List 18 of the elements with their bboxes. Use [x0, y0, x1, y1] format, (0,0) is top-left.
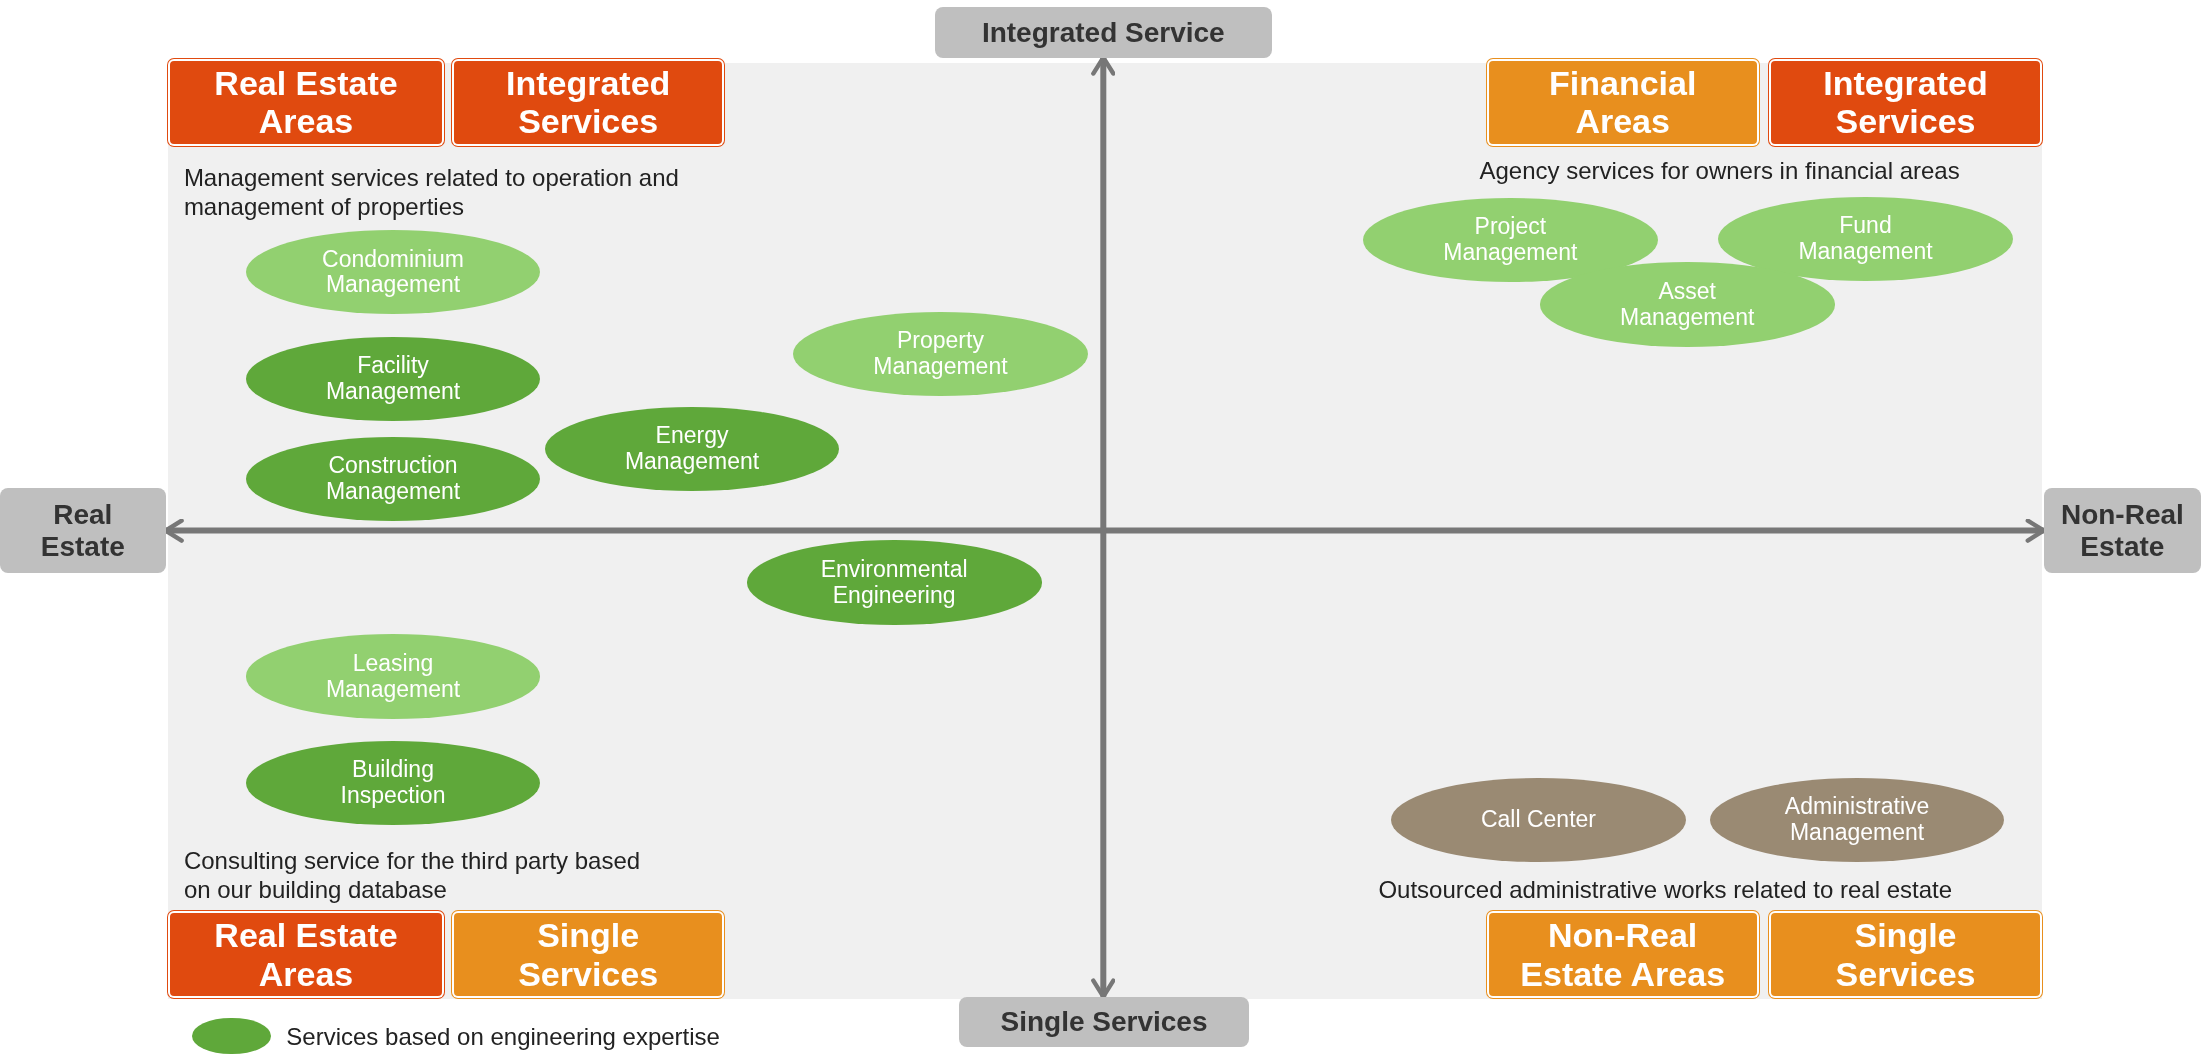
axis-arrow [1091, 55, 1116, 999]
axis-label-box: Non-Real Estate [2043, 488, 2201, 573]
description-text: Consulting service for the third party based on our building database [183, 846, 642, 905]
category-tag: Integrated Services [1768, 58, 2043, 146]
category-tag: Real Estate Areas [168, 911, 444, 998]
legend-text: Services based on engineering expertise [286, 1021, 720, 1051]
category-tag: Single Services [452, 911, 725, 998]
category-tag: Integrated Services [452, 58, 725, 146]
axis-label-box: Real Estate [0, 488, 166, 573]
axis-label-box: Single Services [958, 996, 1250, 1048]
category-tag: Real Estate Areas [168, 58, 444, 146]
description-text: Management services related to operation and management of properties [183, 162, 680, 221]
category-tag: Non-Real Estate Areas [1486, 911, 1759, 998]
axis-label-box: Integrated Service [934, 7, 1272, 58]
category-tag: Financial Areas [1486, 58, 1759, 146]
description-text: Outsourced administrative works related to real estate [1378, 874, 1954, 904]
description-text: Agency services for owners in financial areas [1479, 155, 1961, 185]
category-tag: Single Services [1768, 911, 2043, 998]
